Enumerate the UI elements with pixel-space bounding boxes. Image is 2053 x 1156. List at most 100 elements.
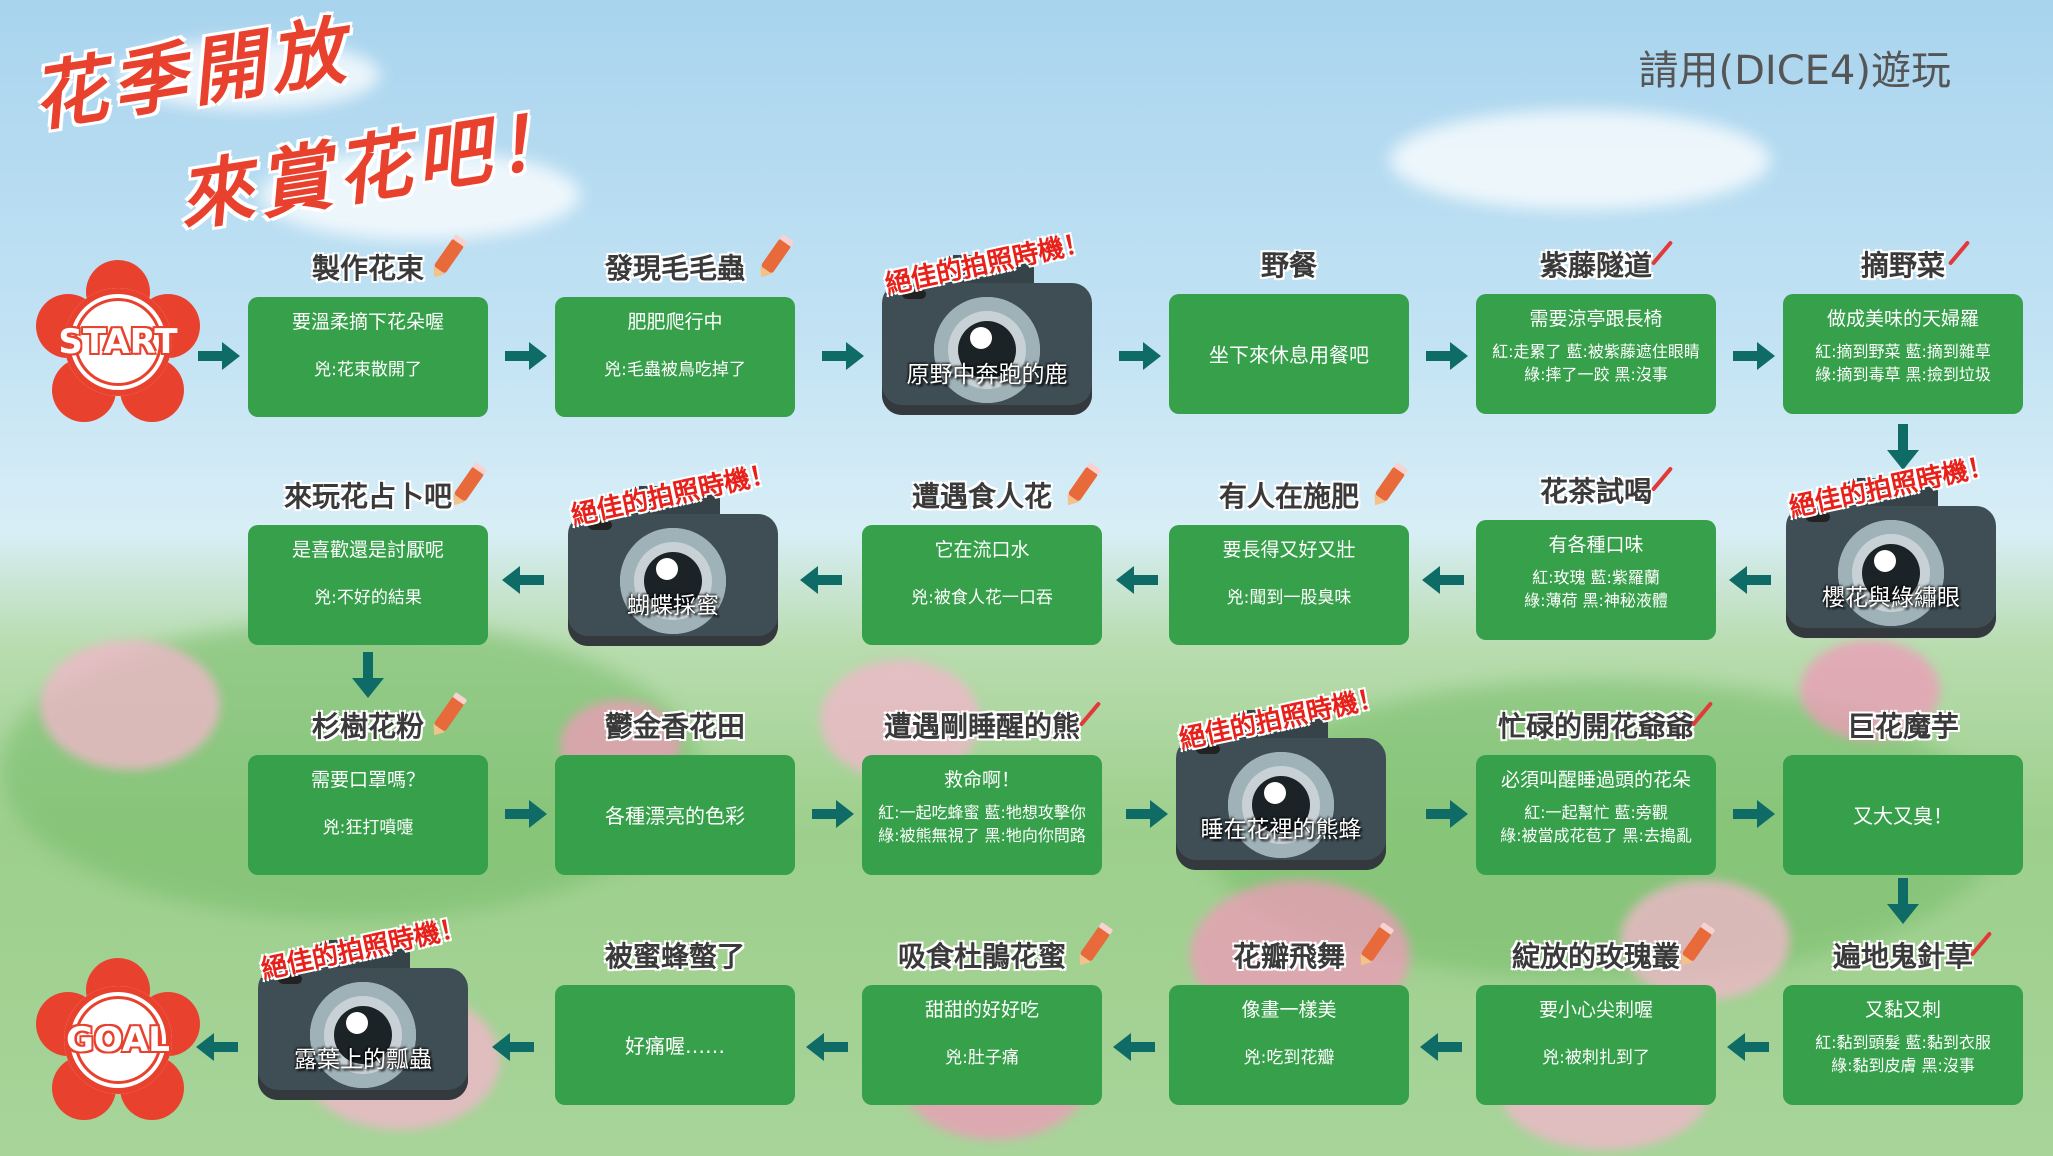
space-bee-sting[interactable]: 被蜜蜂螫了 好痛喔……: [555, 940, 795, 1105]
space-title: 花茶試喝: [1539, 475, 1652, 508]
space-text: 各種漂亮的色彩: [605, 804, 745, 828]
space-azalea-nectar[interactable]: 吸食杜鵑花蜜 甜甜的好好吃 兇:肚子痛: [862, 926, 1111, 1105]
space-text: 要長得又好又壯: [1222, 539, 1356, 561]
space-text: 好痛喔……: [625, 1034, 725, 1058]
arrow-right-icon: [1119, 342, 1161, 370]
arrow-left-icon: [1116, 566, 1158, 594]
cloud: [120, 40, 380, 110]
space-title: 遭遇剛睡醒的熊: [883, 710, 1080, 743]
arrow-left-icon: [502, 566, 544, 594]
arrow-right-icon: [822, 342, 864, 370]
space-fertilizing[interactable]: 有人在施肥 要長得又好又壯 兇:聞到一股臭味: [1169, 466, 1409, 645]
space-bad-result: 兇:被刺扎到了: [1542, 1048, 1650, 1068]
effect-line: 紅:走累了 藍:被紫藤遮住眼睛: [1492, 342, 1700, 361]
space-title: 野餐: [1260, 249, 1317, 282]
cloud: [1390, 110, 1770, 210]
arrow-left-icon: [800, 566, 842, 594]
arrow-right-icon: [1733, 342, 1775, 370]
space-text: 是喜歡還是討厭呢: [291, 539, 444, 561]
space-text: 要小心尖刺喔: [1538, 999, 1653, 1021]
arrow-left-icon: [1420, 1033, 1462, 1061]
space-bad-result: 兇:吃到花瓣: [1243, 1048, 1335, 1068]
camera-icon: [1228, 752, 1334, 858]
space-text: 坐下來休息用餐吧: [1209, 343, 1369, 367]
camera-space-ladybug[interactable]: 絕佳的拍照時機！ 露葉上的瓢蟲: [258, 913, 468, 1100]
arrow-left-icon: [196, 1033, 238, 1061]
camera-space-bumblebee[interactable]: 絕佳的拍照時機！ 睡在花裡的熊蜂: [1176, 683, 1386, 870]
space-title: 來玩花占卜吧: [283, 480, 452, 513]
space-text: 有各種口味: [1548, 534, 1644, 556]
goal-label: GOAL: [66, 1020, 170, 1060]
space-title: 遭遇食人花: [911, 480, 1052, 513]
space-title: 杉樹花粉: [311, 710, 424, 743]
camera-space-butterfly[interactable]: 絕佳的拍照時機！ 蝴蝶採蜜: [568, 459, 778, 646]
space-caterpillar[interactable]: 發現毛毛蟲 肥肥爬行中 兇:毛蟲被鳥吃掉了: [555, 238, 795, 417]
space-picnic[interactable]: 野餐 坐下來休息用餐吧: [1169, 249, 1409, 414]
effect-line: 綠:黏到皮膚 黑:沒事: [1831, 1056, 1975, 1075]
space-waking-bear[interactable]: 遭遇剛睡醒的熊 救命啊！ 紅:一起吃蜂蜜 藍:牠想攻擊你綠:被熊無視了 黑:牠向…: [862, 701, 1102, 875]
space-rose-bush[interactable]: 綻放的玫瑰叢 要小心尖刺喔 兇:被刺扎到了: [1476, 926, 1716, 1105]
camera-label: 露葉上的瓢蟲: [294, 1047, 432, 1073]
goal-flower[interactable]: GOAL: [36, 958, 200, 1120]
space-text: 甜甜的好好吃: [924, 999, 1039, 1021]
arrow-left-icon: [806, 1033, 848, 1061]
cloud: [260, 150, 580, 240]
space-title: 巨花魔芋: [1846, 710, 1959, 743]
camera-label: 蝴蝶採蜜: [627, 593, 719, 619]
space-title: 花瓣飛舞: [1232, 940, 1345, 973]
space-bad-result: 兇:不好的結果: [314, 588, 422, 608]
space-tulip-field[interactable]: 鬱金香花田 各種漂亮的色彩: [555, 710, 795, 875]
space-title: 忙碌的開花爺爺: [1497, 710, 1694, 743]
space-wisteria-tunnel[interactable]: 紫藤隧道 需要涼亭跟長椅 紅:走累了 藍:被紫藤遮住眼睛綠:摔了一跤 黑:沒事: [1476, 240, 1716, 414]
effect-line: 綠:被熊無視了 黑:牠向你問路: [878, 826, 1086, 845]
space-flower-fortune[interactable]: 來玩花占卜吧 是喜歡還是討厭呢 兇:不好的結果: [248, 466, 488, 645]
space-corpse-flower[interactable]: 巨花魔芋 又大又臭！: [1783, 710, 2023, 875]
space-text: 它在流口水: [934, 539, 1030, 561]
space-text: 必須叫醒睡過頭的花朵: [1500, 769, 1691, 791]
space-text: 像畫一樣美: [1241, 999, 1337, 1021]
space-title: 摘野菜: [1860, 249, 1945, 282]
space-flowering-grandpa[interactable]: 忙碌的開花爺爺 必須叫醒睡過頭的花朵 紅:一起幫忙 藍:旁觀綠:被當成花苞了 黑…: [1476, 701, 1716, 875]
space-bad-result: 兇:毛蟲被鳥吃掉了: [604, 360, 746, 380]
space-bad-result: 兇:肚子痛: [945, 1048, 1019, 1068]
effect-line: 紅:一起幫忙 藍:旁觀: [1524, 803, 1668, 822]
space-bidens[interactable]: 遍地鬼針草 又黏又刺 紅:黏到頭髮 藍:黏到衣服綠:黏到皮膚 黑:沒事: [1783, 931, 2023, 1105]
arrow-right-icon: [812, 800, 854, 828]
arrow-left-icon: [1113, 1033, 1155, 1061]
space-text: 肥肥爬行中: [627, 311, 723, 333]
camera-icon: [934, 297, 1040, 403]
space-text: 需要口罩嗎？: [310, 769, 425, 791]
camera-space-sakura[interactable]: 絕佳的拍照時機！ 櫻花與綠繡眼: [1786, 451, 1996, 638]
arrow-right-icon: [505, 800, 547, 828]
arrow-right-icon: [198, 342, 240, 370]
effect-line: 綠:薄荷 黑:神秘液體: [1524, 591, 1668, 610]
effect-line: 綠:摔了一跤 黑:沒事: [1524, 365, 1668, 384]
space-make-bouquet[interactable]: 製作花束 要溫柔摘下花朵喔 兇:花束散開了: [248, 238, 488, 417]
arrow-right-icon: [1126, 800, 1168, 828]
space-text: 需要涼亭跟長椅: [1529, 308, 1663, 330]
effect-line: 紅:摘到野菜 藍:摘到雜草: [1815, 342, 1991, 361]
arrow-left-icon: [492, 1033, 534, 1061]
space-petals-dancing[interactable]: 花瓣飛舞 像畫一樣美 兇:吃到花瓣: [1169, 926, 1409, 1105]
space-title: 鬱金香花田: [604, 710, 745, 743]
space-wild-vegetables[interactable]: 摘野菜 做成美味的天婦羅 紅:摘到野菜 藍:摘到雜草綠:摘到毒草 黑:撿到垃圾: [1783, 240, 2023, 414]
space-cedar-pollen[interactable]: 杉樹花粉 需要口罩嗎？ 兇:狂打噴嚏: [248, 696, 488, 875]
space-flower-tea[interactable]: 花茶試喝 有各種口味 紅:玫瑰 藍:紫羅蘭綠:薄荷 黑:神秘液體: [1476, 466, 1716, 640]
space-bad-result: 兇:聞到一股臭味: [1226, 588, 1352, 608]
space-text: 救命啊！: [943, 769, 1020, 791]
effect-line: 綠:摘到毒草 黑:撿到垃圾: [1815, 365, 1991, 384]
space-title: 紫藤隧道: [1539, 249, 1652, 282]
space-title: 吸食杜鵑花蜜: [897, 940, 1066, 973]
effect-line: 紅:黏到頭髮 藍:黏到衣服: [1815, 1033, 1991, 1052]
space-text: 又黏又刺: [1864, 999, 1941, 1021]
start-flower[interactable]: START: [36, 260, 200, 422]
space-text: 做成美味的天婦羅: [1826, 308, 1979, 330]
effect-line: 紅:玫瑰 藍:紫羅蘭: [1532, 568, 1660, 587]
blossom: [40, 640, 220, 770]
space-man-eating-flower[interactable]: 遭遇食人花 它在流口水 兇:被食人花一口吞: [862, 466, 1102, 645]
blossom: [1800, 640, 1940, 740]
camera-space-deer[interactable]: 絕佳的拍照時機！ 原野中奔跑的鹿: [882, 228, 1092, 415]
space-title: 遍地鬼針草: [1832, 940, 1973, 973]
arrow-right-icon: [1426, 342, 1468, 370]
arrow-left-icon: [1727, 1033, 1769, 1061]
